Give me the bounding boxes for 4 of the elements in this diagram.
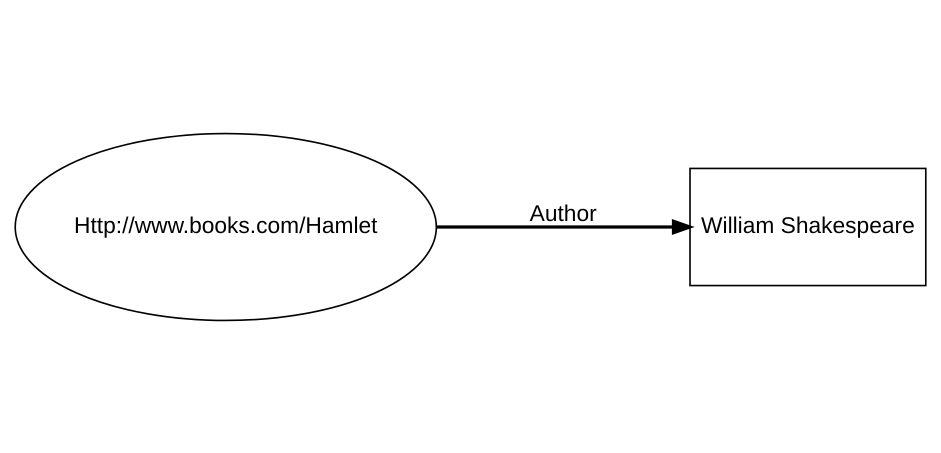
node-ellipse: Http://www.books.com/Hamlet (14, 132, 438, 321)
edge-label: Author (530, 199, 597, 226)
node-box: William Shakespeare (689, 167, 927, 286)
arrow (436, 218, 695, 234)
